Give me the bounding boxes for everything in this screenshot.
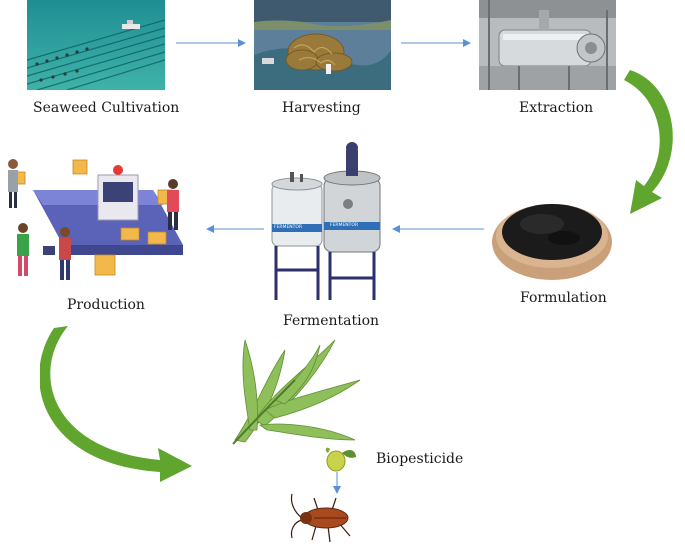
seaweed-illustration — [225, 330, 365, 450]
vessel-label-right: FERMENTOR — [330, 223, 359, 228]
label-fermentation: Fermentation — [283, 313, 380, 329]
cockroach-icon — [290, 493, 351, 543]
arrow-cultivation-to-harvesting — [176, 39, 246, 47]
biopesticide-icon — [325, 447, 356, 472]
vessel-label-left: FERMENTOR — [274, 225, 303, 230]
formulation-photo — [490, 180, 615, 285]
arrow-biopesticide-to-pest — [333, 472, 341, 494]
label-biopesticide: Biopesticide — [376, 451, 464, 467]
extraction-photo — [479, 0, 616, 90]
seaweed-cultivation-photo — [27, 0, 165, 90]
label-seaweed-cultivation: Seaweed Cultivation — [33, 100, 180, 116]
harvesting-photo — [254, 0, 391, 90]
curved-arrow-left — [40, 326, 192, 482]
label-extraction: Extraction — [519, 100, 594, 116]
production-illustration — [3, 150, 193, 290]
fermentation-illustration: FERMENTOR FERMENTOR — [264, 140, 389, 305]
label-formulation: Formulation — [520, 290, 607, 306]
curved-arrow-right — [624, 70, 673, 214]
arrow-fermentation-to-production — [206, 225, 264, 233]
arrow-formulation-to-fermentation — [392, 225, 484, 233]
arrow-harvesting-to-extraction — [401, 39, 471, 47]
label-production: Production — [67, 297, 145, 313]
label-harvesting: Harvesting — [282, 100, 361, 116]
